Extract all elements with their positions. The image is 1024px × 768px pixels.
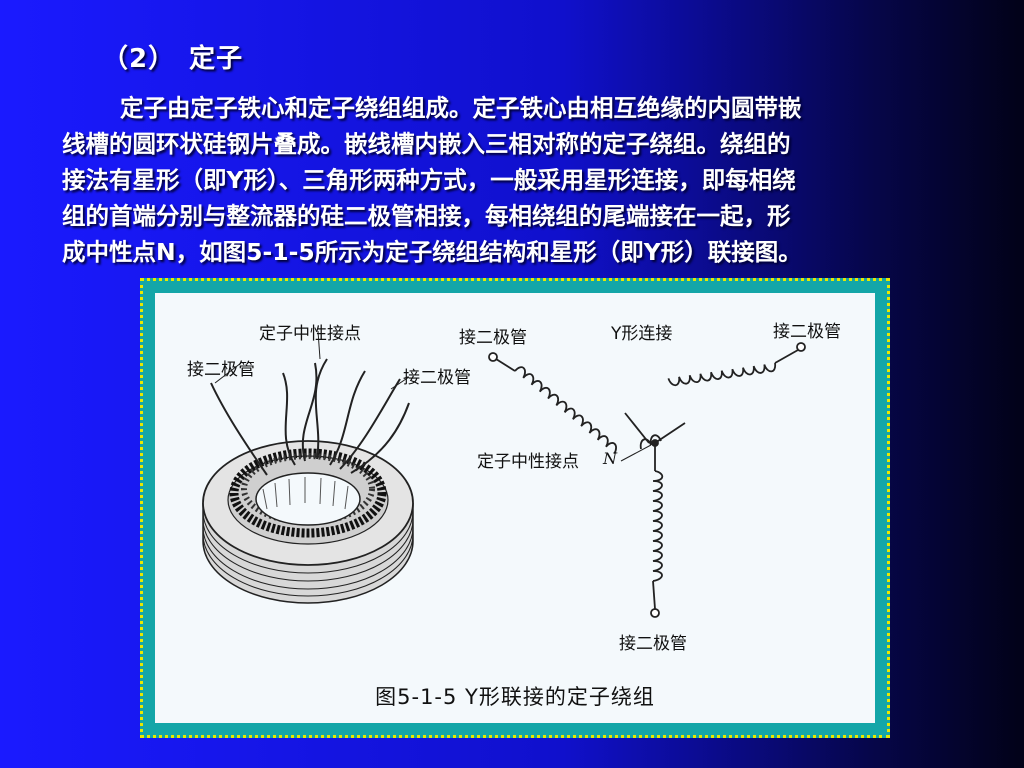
stator-illustration [202, 330, 806, 618]
paragraph-line: 成中性点N，如图5-1-5所示为定子绕组结构和星形（即Y形）联接图。 [62, 238, 802, 266]
section-heading: （2） 定子 [102, 38, 243, 75]
section-number: （2） [102, 44, 176, 74]
figure-frame: 定子中性接点 接二极管 接二极管 接二极管 Y形连接 接二极管 定子中性接点 N… [140, 278, 890, 738]
figure-panel: 定子中性接点 接二极管 接二极管 接二极管 Y形连接 接二极管 定子中性接点 N… [155, 293, 875, 723]
section-title: 定子 [189, 44, 244, 74]
label-neutral-point-right: 定子中性接点 [477, 452, 579, 472]
stator-description: 定子由定子铁心和定子绕组组成。定子铁心由相互绝缘的内圆带嵌 线槽的圆环状硅钢片叠… [62, 90, 962, 270]
label-diode-bottom: 接二极管 [619, 634, 687, 654]
label-diode-left: 接二极管 [187, 360, 255, 380]
paragraph-line: 线槽的圆环状硅钢片叠成。嵌线槽内嵌入三相对称的定子绕组。绕组的 [62, 130, 791, 158]
label-neutral-symbol: N [603, 449, 617, 468]
label-diode-top-left: 接二极管 [459, 328, 527, 348]
label-y-connection: Y形连接 [611, 324, 673, 344]
y-connection-diagram [488, 342, 806, 618]
label-diode-mid: 接二极管 [403, 368, 471, 388]
label-diode-top-right: 接二极管 [773, 322, 841, 342]
figure-caption: 图5-1-5 Y形联接的定子绕组 [375, 685, 655, 709]
paragraph-line: 组的首端分别与整流器的硅二极管相接，每相绕组的尾端接在一起，形 [62, 202, 791, 230]
label-neutral-point-left: 定子中性接点 [259, 324, 361, 344]
stator-core-drawing [202, 330, 414, 604]
paragraph-line: 接法有星形（即Y形）、三角形两种方式，一般采用星形连接，即每相绕 [62, 166, 796, 194]
paragraph-line: 定子由定子铁心和定子绕组组成。定子铁心由相互绝缘的内圆带嵌 [120, 94, 802, 122]
